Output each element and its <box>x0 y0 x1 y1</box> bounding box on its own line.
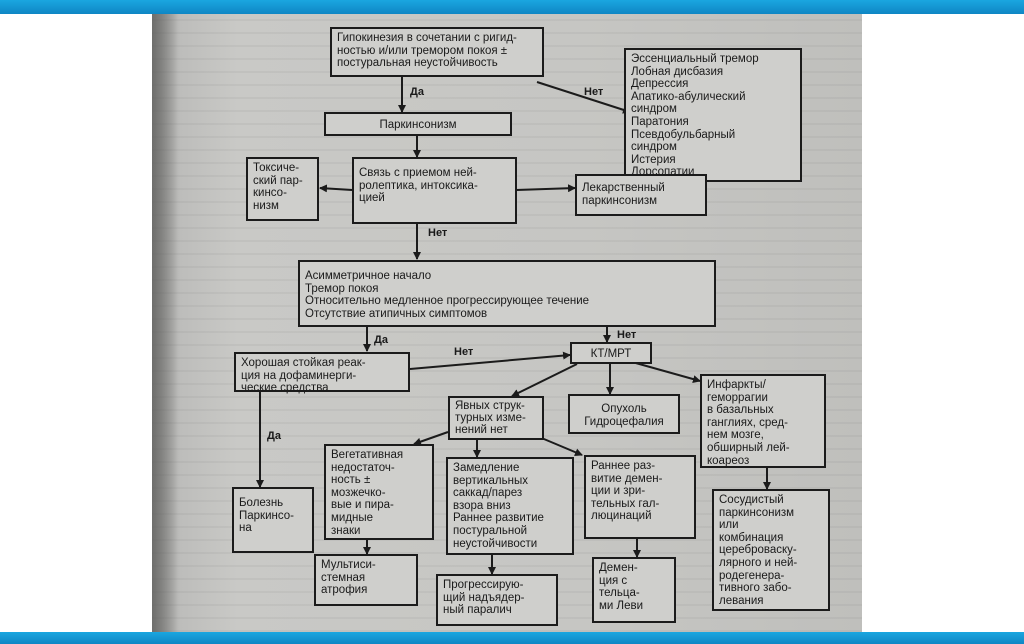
node-toxic-parkinsonism: Токсиче- ский пар- кинсо- низм <box>246 157 319 221</box>
node-vertical-saccades: Замедление вертикальных саккад/парез взо… <box>446 457 574 555</box>
node-autonomic-failure: Вегетативная недостаточ- ность ± мозжечк… <box>324 444 434 540</box>
node-ct-mri: КТ/МРТ <box>570 342 652 364</box>
arrow-goodresponse-ctmri <box>409 351 571 370</box>
arrow-hypokinesia-differential <box>536 81 631 114</box>
label-yes-goodresponse: Да <box>374 334 388 346</box>
node-dementia-lewy-bodies: Демен- ция с тельца- ми Леви <box>592 557 676 623</box>
bottom-accent-bar <box>0 632 1024 644</box>
label-no-ctmri: Нет <box>617 329 637 341</box>
node-parkinson-disease: Болезнь Паркинсо- на <box>232 487 314 553</box>
node-progressive-supranuclear-palsy: Прогрессирую- щий надъядер- ный паралич <box>436 574 558 626</box>
node-tumor-hydrocephalus: Опухоль Гидроцефалия <box>568 394 680 434</box>
label-no-asymmetric: Нет <box>428 227 448 239</box>
top-accent-bar <box>0 0 1024 14</box>
node-early-dementia: Раннее раз- витие демен- ции и зри- тель… <box>584 455 696 539</box>
node-differential-diagnoses: Эссенциальный тремор Лобная дисбазия Деп… <box>624 48 802 182</box>
node-no-structural-changes: Явных струк- турных изме- нений нет <box>448 396 544 440</box>
flowchart-arrows <box>256 76 771 575</box>
arrow-neuroleptic-drug <box>516 184 576 193</box>
node-asymmetric-onset: Асимметричное начало Тремор покоя Относи… <box>298 260 716 327</box>
book-page-photo: Гипокинезия в сочетании с ригид- ностью … <box>152 14 862 632</box>
node-good-dopaminergic-response: Хорошая стойкая реак- ция на дофаминерги… <box>234 352 410 394</box>
arrow-ctmri-infarcts <box>631 361 701 383</box>
label-yes-parkinsonism: Да <box>410 86 424 98</box>
arrow-neuroleptic-toxic <box>319 184 353 193</box>
node-hypokinesia: Гипокинезия в сочетании с ригид- ностью … <box>330 27 544 77</box>
label-no-goodresponse: Нет <box>454 346 474 358</box>
arrow-nostructural-autonomic <box>413 431 449 446</box>
label-no-differential: Нет <box>584 86 604 98</box>
node-infarcts-hemorrhages: Инфаркты/ геморрагии в базальных ганглия… <box>700 374 826 468</box>
node-parkinsonism: Паркинсонизм <box>324 112 512 136</box>
node-vascular-parkinsonism: Сосудистый паркинсонизм или комбинация ц… <box>712 489 830 611</box>
node-multiple-system-atrophy: Мультиси- стемная атрофия <box>314 554 418 606</box>
label-yes-parkinson-disease: Да <box>267 430 281 442</box>
node-drug-induced-parkinsonism: Лекарственный паркинсонизм <box>575 174 707 216</box>
node-neuroleptic-link: Связь с приемом ней- ролептика, интоксик… <box>352 157 517 224</box>
arrow-ctmri-nostructural <box>511 363 578 397</box>
